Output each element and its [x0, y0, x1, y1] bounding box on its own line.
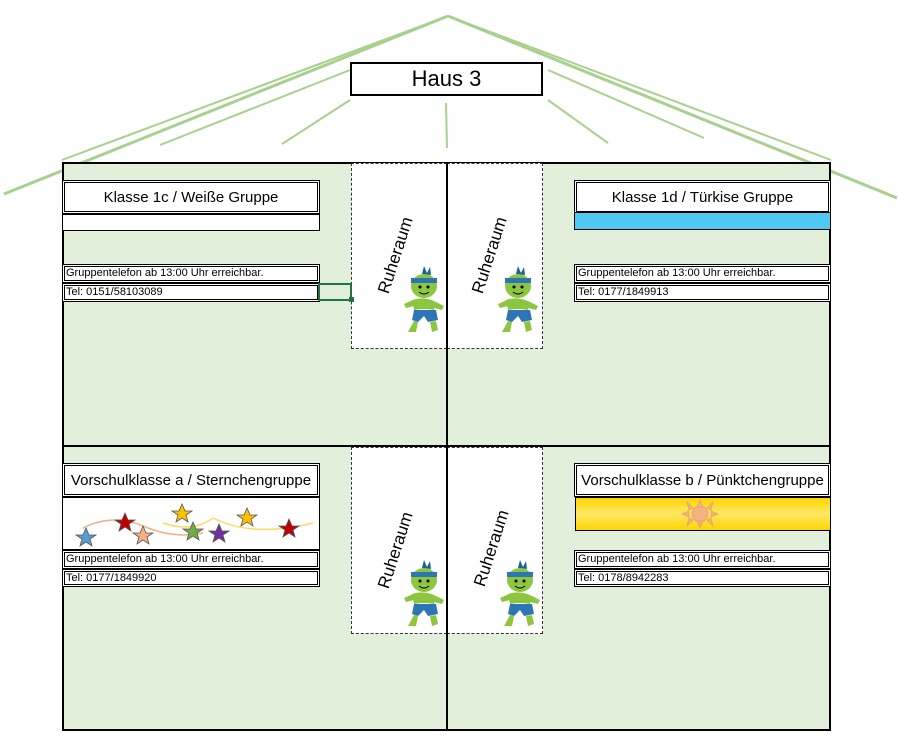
- class-a-info: Gruppentelefon ab 13:00 Uhr erreichbar.: [62, 550, 320, 569]
- class-1c-title: Klasse 1c / Weiße Gruppe: [62, 180, 320, 214]
- fill-handle[interactable]: [349, 297, 354, 302]
- selected-cell[interactable]: [318, 283, 352, 301]
- class-1c-info: Gruppentelefon ab 13:00 Uhr erreichbar.: [62, 264, 320, 283]
- class-1d-info: Gruppentelefon ab 13:00 Uhr erreichbar.: [574, 264, 831, 283]
- class-1c-phone: Tel: 0151/58103089: [62, 283, 320, 302]
- stars-icon: [74, 502, 314, 547]
- class-1c-color: [62, 214, 320, 231]
- class-a-phone: Tel: 0177/1849920: [62, 569, 320, 587]
- sun-icon: [680, 498, 720, 530]
- class-a-decoration: [62, 497, 320, 550]
- center-wall: [446, 162, 448, 731]
- house-title: Haus 3: [350, 62, 543, 96]
- class-b-title: Vorschulklasse b / Pünktchengruppe: [574, 463, 831, 497]
- class-1d-title: Klasse 1d / Türkise Gruppe: [574, 180, 831, 214]
- class-b-info: Gruppentelefon ab 13:00 Uhr erreichbar.: [574, 550, 831, 569]
- class-1d-color: [574, 212, 831, 230]
- mascot-icon: [497, 265, 539, 333]
- mascot-icon: [499, 559, 541, 627]
- class-a-title: Vorschulklasse a / Sternchengruppe: [62, 463, 320, 497]
- class-b-decoration: [575, 497, 831, 531]
- class-1d-phone: Tel: 0177/1849913: [574, 283, 831, 302]
- mascot-icon: [403, 559, 445, 627]
- class-b-phone: Tel: 0178/8942283: [574, 569, 831, 587]
- mascot-icon: [403, 265, 445, 333]
